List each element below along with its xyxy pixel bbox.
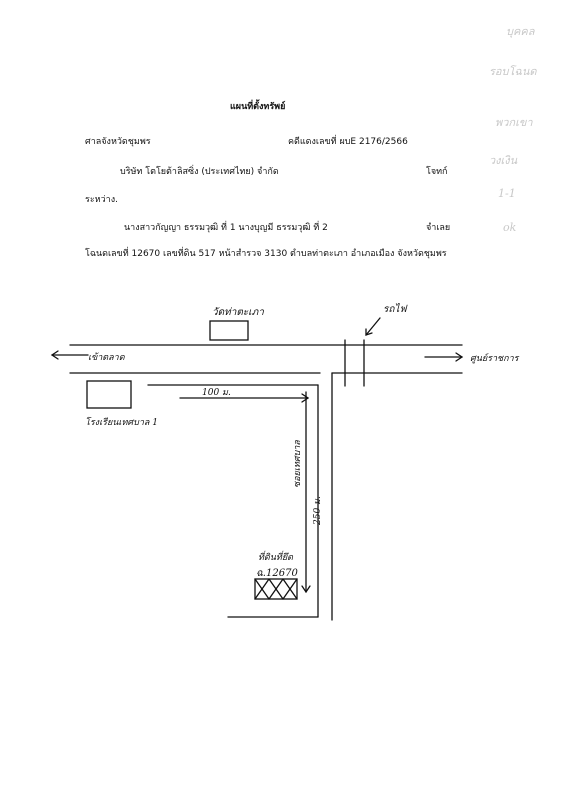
school-label: โรงเรียนเทศบาล 1: [85, 416, 158, 428]
map-title: แผนที่ตั้งทรัพย์: [230, 102, 286, 112]
margin-note: 1-1: [498, 187, 516, 200]
plaintiff-name: บริษัท โตโยต้าลิสซิ่ง (ประเทศไทย) จำกัด: [120, 167, 279, 177]
margin-note: รอบโฉนด: [489, 65, 537, 78]
distance-250-label: 250 ม.: [313, 496, 323, 526]
deed-number-label: ฉ.12670: [256, 568, 298, 579]
school-box: [86, 380, 132, 409]
land-deed-line: โฉนดเลขที่ 12670 เลขที่ดิน 517 หน้าสำรวจ…: [85, 249, 447, 259]
temple-box: [209, 320, 249, 341]
plaintiff-role: โจทก์: [426, 167, 448, 177]
arrow-left-head: [50, 350, 59, 360]
margin-note: วงเงิน: [489, 154, 518, 167]
arrow-right-head: [455, 352, 464, 362]
parcel-hatch: [268, 578, 284, 600]
temple-label: วัดท่าตะเภา: [212, 307, 264, 318]
rail-pointer: [365, 317, 381, 336]
defendant-names: นางสาวกัญญา ธรรมวุฒิ ที่ 1 นางบุญมี ธรรม…: [124, 223, 328, 233]
rail-pointer-head: [365, 328, 373, 336]
to-center-label: ศูนย์ราชการ: [470, 353, 520, 364]
defendant-role: จำเลย: [426, 223, 451, 233]
margin-note: ok: [503, 221, 517, 234]
property-parcel: [254, 578, 298, 600]
to-market-label: เข้าตลาด: [88, 352, 126, 363]
parcel-hatch: [254, 578, 270, 600]
margin-note: พวกเขา: [495, 116, 533, 129]
court-name: ศาลจังหวัดชุมพร: [85, 137, 151, 147]
margin-note: บุคคล: [506, 25, 535, 38]
case-number: คดีแดงเลขที่ ผบE 2176/2566: [288, 137, 408, 147]
property-marker-label: ที่ดินที่ยึด: [258, 550, 294, 563]
railway-label: รถไฟ: [383, 303, 408, 315]
parcel-hatch: [282, 578, 298, 600]
distance-100-arrowhead: [301, 393, 310, 403]
distance-100-label: 100 ม.: [202, 388, 231, 398]
distance-250-arrowhead: [301, 585, 311, 594]
between-label: ระหว่าง.: [85, 195, 118, 205]
soi-label: ซอยเทศบาล: [293, 440, 303, 488]
